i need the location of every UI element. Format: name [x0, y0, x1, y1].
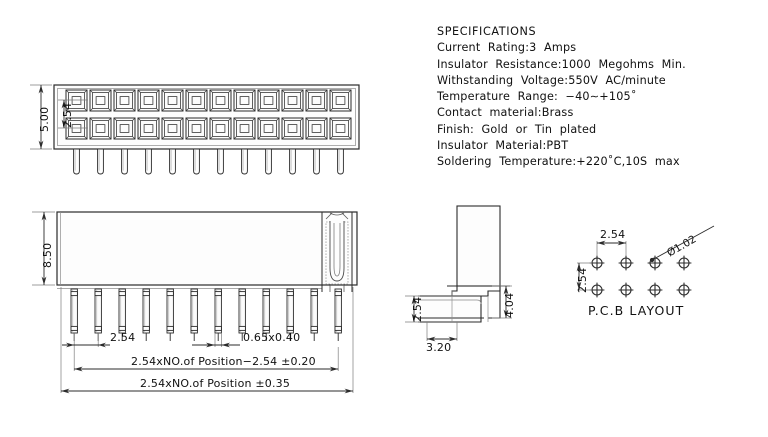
label-pcb-pitch-x: 2.54 [600, 228, 626, 241]
dim-front-pin-section [192, 333, 240, 348]
label-top-row-pitch: 2.54 [61, 102, 74, 128]
label-side-body-offset: 4.04 [503, 292, 516, 318]
label-front-pitch: 2.54 [110, 331, 136, 344]
spec-contact-material: Contact material:Brass [437, 106, 574, 120]
pcb-pads [589, 255, 692, 298]
label-side-tail-height: 2.54 [411, 296, 424, 322]
spec-current-rating: Current Rating:3 Amps [437, 41, 577, 55]
dim-top-body-width [30, 84, 52, 150]
front-view-group [32, 211, 358, 394]
pcb-layout-title: P.C.B LAYOUT [588, 303, 685, 318]
dim-pcb-pitch-y [576, 262, 592, 291]
label-front-inner-span: 2.54xNO.of Position−2.54 ±0.20 [131, 355, 316, 368]
spec-insulator-material: Insulator Material:PBT [437, 139, 569, 153]
dim-front-pitch [62, 333, 110, 348]
label-side-base-width: 3.20 [426, 341, 452, 354]
label-front-body-height: 8.50 [41, 242, 54, 268]
top-view-pins [73, 148, 344, 175]
specifications-block: SPECIFICATIONS Current Rating:3 Amps Ins… [437, 24, 757, 171]
dim-front-overall-span [60, 287, 354, 394]
pcb-layout-group [576, 225, 715, 298]
top-view-group [30, 84, 360, 175]
label-pcb-pitch-y: 2.54 [576, 267, 589, 293]
spec-withstanding-voltage: Withstanding Voltage:550V AC/minute [437, 73, 666, 87]
dim-side-body-offset [492, 285, 512, 319]
specifications-heading: SPECIFICATIONS [437, 25, 537, 38]
dim-top-row-pitch [58, 99, 88, 129]
dim-side-tail-height [405, 295, 420, 323]
dim-pcb-pitch-x [596, 240, 627, 256]
spec-insulator-resistance: Insulator Resistance:1000 Megohms Min. [437, 57, 686, 71]
dim-front-inner-span [73, 347, 339, 372]
front-view-contact-detail [321, 212, 353, 292]
label-front-pin-section: 0.65x0.40 [243, 331, 301, 344]
label-front-overall-span: 2.54xNO.of Position ±0.35 [140, 377, 291, 390]
spec-soldering-temperature: Soldering Temperature:+220˚C,10S max [437, 155, 680, 169]
side-view-group [405, 205, 512, 342]
spec-temperature-range: Temperature Range: −40∼+105˚ [437, 90, 637, 104]
spec-finish: Finish: Gold or Tin plated [437, 122, 597, 136]
label-top-body-width: 5.00 [38, 106, 51, 132]
dim-front-body-height [32, 211, 55, 286]
dim-side-base-width [426, 322, 458, 342]
dim-pcb-hole-diameter [649, 225, 715, 263]
